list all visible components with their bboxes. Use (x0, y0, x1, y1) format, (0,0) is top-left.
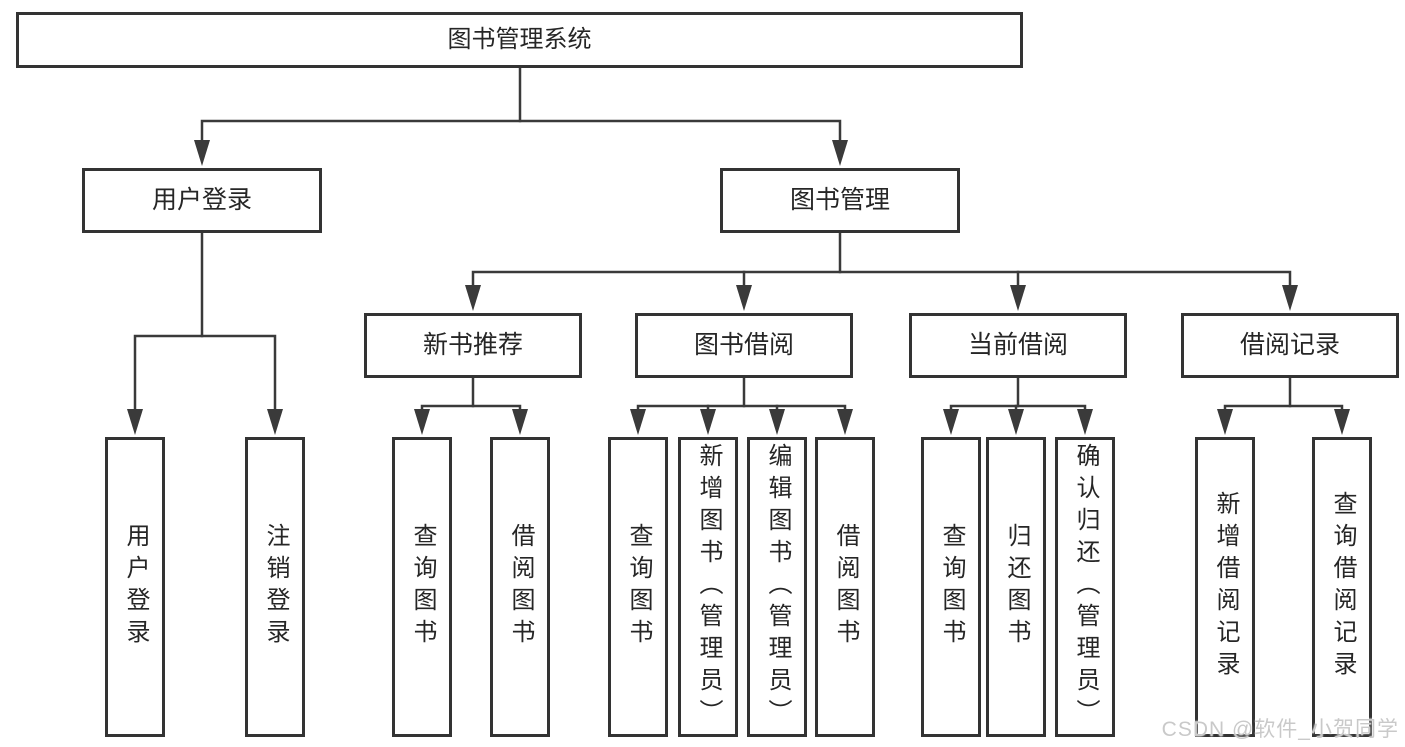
leaf-query-books-borrow: 查询图书 (608, 437, 668, 737)
leaf-query-borrow-record: 查询借阅记录 (1312, 437, 1372, 737)
leaf-return-books: 归还图书 (986, 437, 1046, 737)
leaf-confirm-return-admin: 确认归还（管理员） (1055, 437, 1115, 737)
leaf-logout-login: 注销登录 (245, 437, 305, 737)
node-label: 图书管理系统 (447, 26, 592, 53)
leaf-label: 确认归还（管理员） (1072, 443, 1099, 731)
leaf-label: 新增借阅记录 (1212, 491, 1239, 683)
node-label: 图书管理 (789, 186, 890, 214)
leaf-user-login: 用户登录 (105, 437, 165, 737)
leaf-label: 编辑图书（管理员） (764, 443, 791, 731)
leaf-label: 查询图书 (938, 523, 965, 651)
leaf-add-borrow-record: 新增借阅记录 (1195, 437, 1255, 737)
csdn-watermark: CSDN @软件_小贺同学 (1161, 718, 1399, 741)
node-label: 图书借阅 (693, 331, 794, 359)
node-label: 借阅记录 (1239, 331, 1340, 359)
node-borrowing-records: 借阅记录 (1181, 313, 1399, 378)
node-label: 用户登录 (151, 186, 252, 214)
leaf-add-books-admin: 新增图书（管理员） (678, 437, 738, 737)
leaf-label: 查询借阅记录 (1329, 491, 1356, 683)
leaf-label: 新增图书（管理员） (695, 443, 722, 731)
node-book-borrowing: 图书借阅 (635, 313, 853, 378)
leaf-query-books-recommend: 查询图书 (392, 437, 452, 737)
leaf-label: 归还图书 (1003, 523, 1030, 651)
leaf-label: 查询图书 (409, 523, 436, 651)
leaf-label: 借阅图书 (832, 523, 859, 651)
leaf-edit-books-admin: 编辑图书（管理员） (747, 437, 807, 737)
leaf-borrow-books-borrow: 借阅图书 (815, 437, 875, 737)
leaf-label: 查询图书 (625, 523, 652, 651)
leaf-label: 注销登录 (262, 523, 289, 651)
node-label: 当前借阅 (967, 331, 1068, 359)
leaf-borrow-books-recommend: 借阅图书 (490, 437, 550, 737)
leaf-label: 借阅图书 (507, 523, 534, 651)
node-label: 新书推荐 (422, 331, 523, 359)
node-book-management: 图书管理 (720, 168, 960, 233)
node-current-borrowing: 当前借阅 (909, 313, 1127, 378)
leaf-label: 用户登录 (122, 523, 149, 651)
leaf-query-books-current: 查询图书 (921, 437, 981, 737)
node-user-login: 用户登录 (82, 168, 322, 233)
node-root-system: 图书管理系统 (16, 12, 1023, 68)
node-new-book-recommendation: 新书推荐 (364, 313, 582, 378)
